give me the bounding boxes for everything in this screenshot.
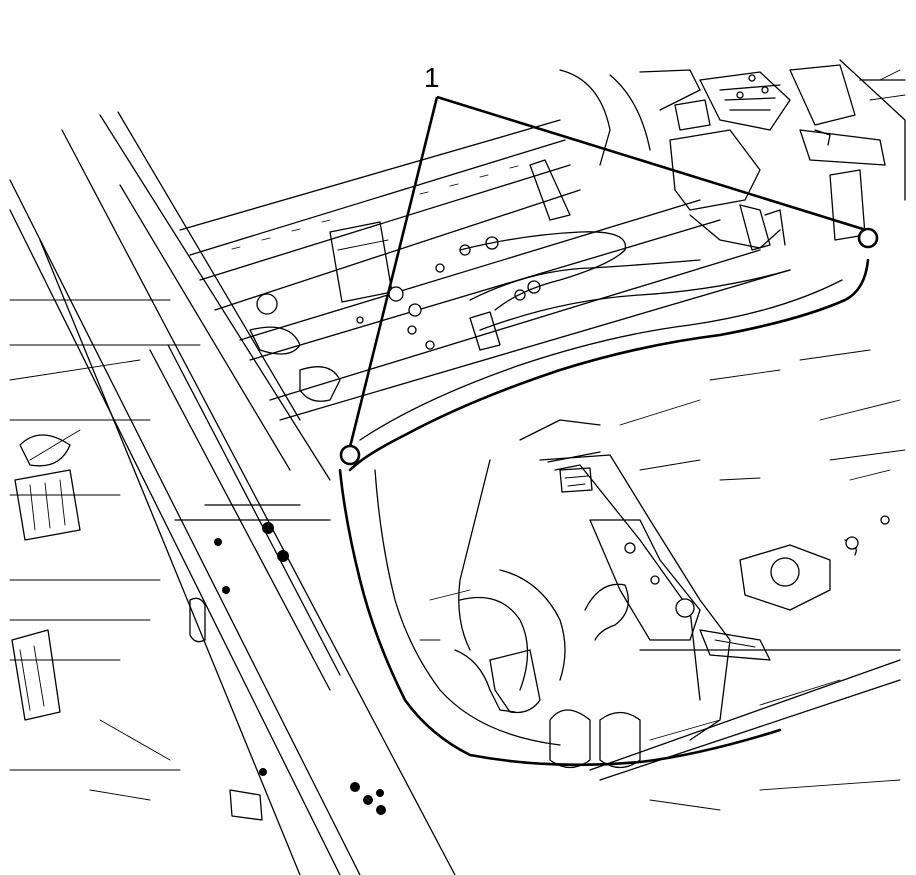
seat-cross-member — [179, 119, 791, 421]
leader-line-left — [348, 96, 439, 448]
leader-line-right — [436, 95, 867, 232]
grommet-left — [339, 444, 361, 466]
callout-label: 1 — [424, 62, 440, 93]
front-brackets — [559, 59, 906, 251]
callout-1: 1 — [339, 62, 879, 466]
rocker-panel — [9, 111, 456, 875]
grommet-right — [857, 227, 879, 249]
rear-floor-tub — [350, 349, 906, 815]
